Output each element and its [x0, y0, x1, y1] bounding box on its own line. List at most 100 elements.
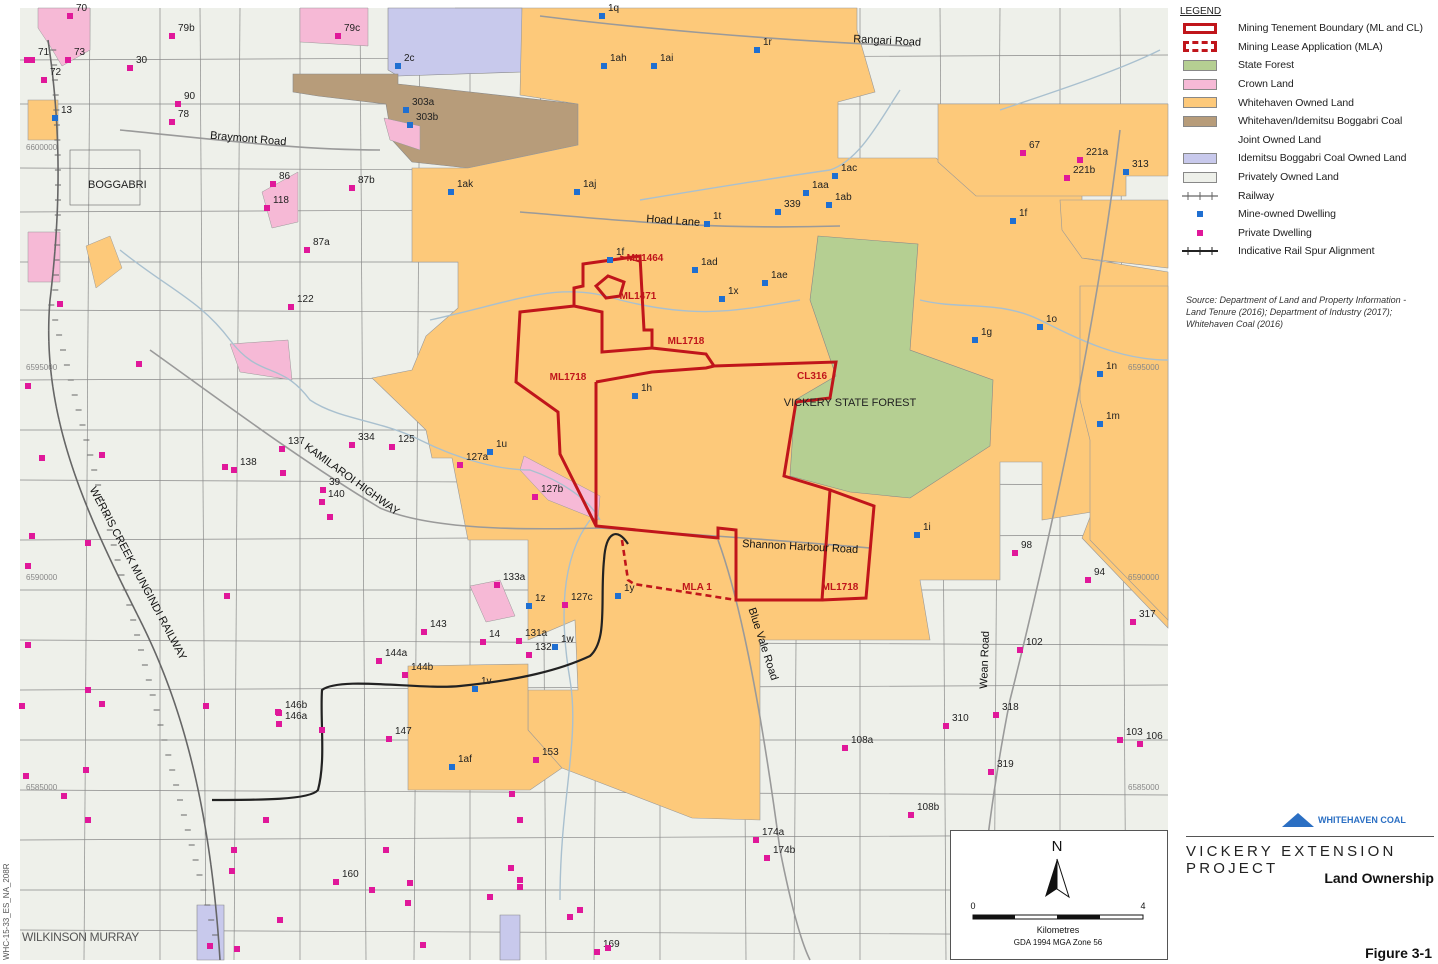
private-dwelling-label: 14 — [489, 629, 501, 640]
cadastre-line — [19, 789, 1169, 796]
logo-text: WHITEHAVEN COAL — [1318, 815, 1406, 825]
mine-dwelling-label: 1x — [728, 286, 739, 297]
mine-dwelling-marker — [607, 257, 613, 263]
private-dwelling-label: 138 — [240, 457, 257, 468]
crown-land-118 — [261, 171, 299, 229]
private-dwelling-marker — [842, 745, 848, 751]
private-dwelling-marker — [24, 57, 30, 63]
project-title: VICKERY EXTENSION PROJECT — [1186, 843, 1397, 877]
private-dwelling-label: 79b — [178, 23, 195, 34]
private-dwelling-label: 143 — [430, 619, 447, 630]
coord-label: 6590000 — [1128, 573, 1160, 582]
legend-symbol — [1180, 76, 1220, 92]
legend-item: Indicative Rail Spur Alignment — [1180, 242, 1435, 261]
private-dwelling-label: 160 — [342, 869, 359, 880]
private-dwelling-marker — [61, 793, 67, 799]
private-dwelling-marker — [279, 446, 285, 452]
legend-item: Whitehaven/Idemitsu Boggabri Coal — [1180, 112, 1435, 131]
private-dwelling-marker — [234, 946, 240, 952]
private-dwelling-marker — [369, 887, 375, 893]
forest-label: VICKERY STATE FOREST — [784, 397, 917, 409]
private-dwelling-label: 174a — [762, 827, 785, 838]
road-label: Wean Road — [978, 631, 992, 689]
legend-item: State Forest — [1180, 56, 1435, 75]
private-dwelling-marker — [327, 514, 333, 520]
private-dwelling-label: 125 — [398, 434, 415, 445]
private-dwelling-marker — [277, 917, 283, 923]
mine-dwelling-label: 1aa — [812, 180, 829, 191]
private-dwelling-label: 221b — [1073, 165, 1096, 176]
idemitsu-land-south-2 — [499, 914, 521, 961]
private-dwelling-label: 106 — [1146, 731, 1163, 742]
legend-title: LEGEND — [1180, 6, 1222, 17]
private-dwelling-marker — [333, 879, 339, 885]
tenement-label: MLA 1 — [682, 582, 712, 593]
private-dwelling-label: 71 — [38, 47, 50, 58]
private-dwelling-marker — [23, 773, 29, 779]
private-dwelling-label: 108b — [917, 802, 940, 813]
private-dwelling-marker — [85, 687, 91, 693]
private-dwelling-marker — [85, 540, 91, 546]
private-dwelling-marker — [487, 894, 493, 900]
legend-label: State Forest — [1238, 59, 1294, 72]
map-canvas[interactable]: 6600000 6595000 6590000 6585000 6595000 … — [0, 0, 1170, 962]
legend-symbol — [1180, 188, 1220, 204]
mine-dwelling-marker — [449, 764, 455, 770]
private-dwelling-label: 317 — [1139, 609, 1156, 620]
mine-dwelling-marker — [803, 190, 809, 196]
private-dwelling-marker — [169, 119, 175, 125]
private-dwelling-marker — [517, 877, 523, 883]
private-dwelling-marker — [229, 868, 235, 874]
mine-dwelling-label: 1n — [1106, 361, 1117, 372]
private-dwelling-label: 108a — [851, 735, 874, 746]
rivers — [119, 49, 1169, 901]
private-dwelling-marker — [517, 884, 523, 890]
private-dwelling-label: 153 — [542, 747, 559, 758]
private-dwelling-marker — [420, 942, 426, 948]
mine-dwelling-marker — [692, 267, 698, 273]
boggabri-town: BOGGABRI — [69, 149, 147, 206]
mine-dwelling-label: 1ab — [835, 192, 852, 203]
cadastre-line — [359, 7, 367, 961]
private-dwelling-marker — [224, 593, 230, 599]
mine-dwelling-label: 1ad — [701, 257, 718, 268]
private-dwelling-label: 146a — [285, 711, 308, 722]
legend-label: Idemitsu Boggabri Coal Owned Land — [1238, 152, 1407, 165]
tenement-label: ML1718 — [822, 582, 859, 593]
private-dwelling-label: 146b — [285, 700, 308, 711]
mine-dwelling-marker — [599, 13, 605, 19]
private-dwelling-marker — [207, 943, 213, 949]
private-dwelling-label: 140 — [328, 489, 345, 500]
coord-label: 6600000 — [26, 143, 58, 152]
legend-item: Private Dwelling — [1180, 224, 1435, 243]
private-dwelling-marker — [480, 639, 486, 645]
private-dwelling-label: 221a — [1086, 147, 1109, 158]
private-dwelling-marker — [319, 499, 325, 505]
private-dwelling-marker — [764, 855, 770, 861]
legend-symbol — [1180, 95, 1220, 111]
legend-symbol — [1180, 225, 1220, 241]
side-reference: WHC-15-33_ES_NA_208R — [2, 863, 11, 961]
mla-boundary — [620, 539, 737, 602]
private-dwelling-label: 79c — [344, 23, 360, 34]
ml1718-east-boundary — [821, 488, 876, 602]
mine-dwelling-label: 1ah — [610, 53, 627, 64]
private-dwelling-marker — [288, 304, 294, 310]
land-ownership-map[interactable]: 6600000 6595000 6590000 6585000 6595000 … — [0, 0, 1170, 962]
crown-land-nw — [37, 7, 91, 67]
private-dwelling-marker — [65, 57, 71, 63]
private-dwelling-marker — [136, 361, 142, 367]
legend-label: Mining Lease Application (MLA) — [1238, 40, 1383, 53]
cadastre-line — [233, 7, 241, 961]
legend-item: Mining Tenement Boundary (ML and CL) — [1180, 19, 1435, 38]
private-dwelling-marker — [405, 900, 411, 906]
mine-dwelling-marker — [487, 449, 493, 455]
crown-land-river — [229, 339, 293, 381]
private-dwelling-marker — [275, 709, 281, 715]
private-dwelling-marker — [753, 837, 759, 843]
private-dwelling-label: 144a — [385, 648, 408, 659]
private-dwelling-label: 39 — [329, 477, 341, 488]
private-dwelling-marker — [25, 383, 31, 389]
tenement-label: ML1464 — [627, 253, 664, 264]
